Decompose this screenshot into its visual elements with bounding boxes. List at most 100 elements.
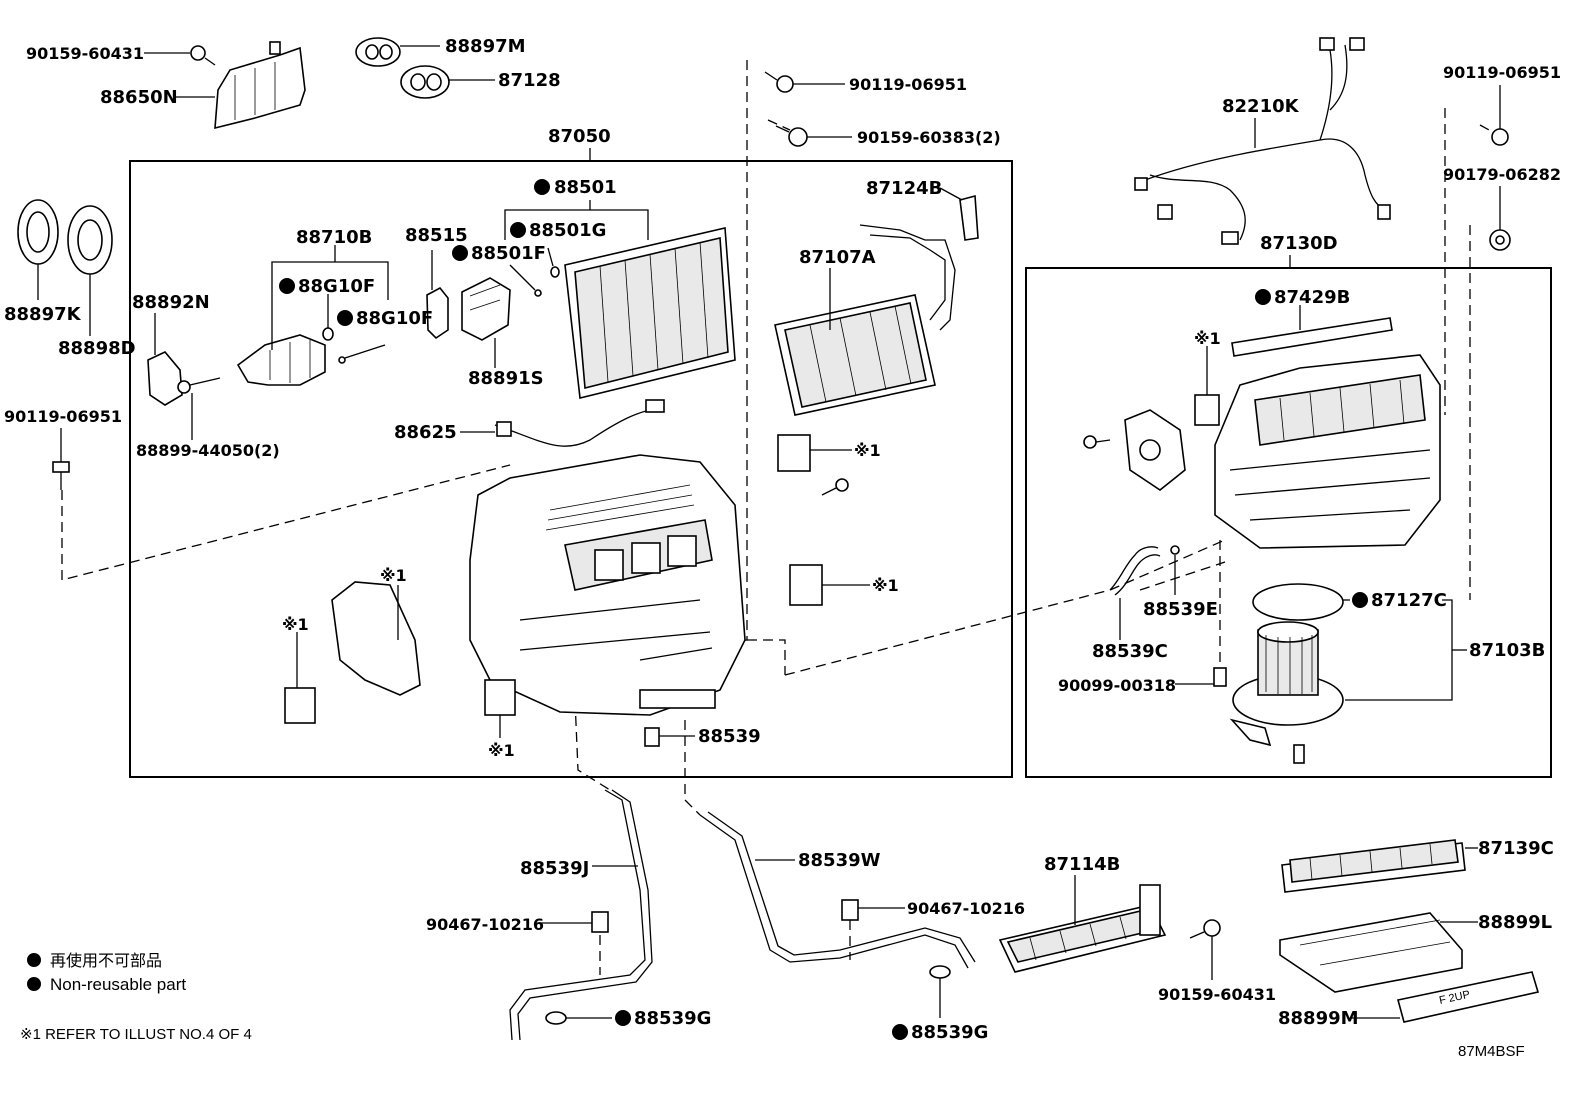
label-88539j: 88539J: [520, 858, 589, 879]
ring-88897k: [17, 199, 59, 265]
filter-cover-88899m: [1397, 971, 1540, 1023]
label-88501f: 88501F: [471, 243, 546, 264]
screw-right-frame: [821, 478, 849, 496]
label-87139c: 87139C: [1478, 838, 1554, 859]
label-88539g-b: 88539G: [911, 1022, 988, 1043]
nonreusable-dot-88g10f-a: [279, 278, 295, 294]
duct-88539j: [509, 789, 653, 1041]
label-90119-06951-left: 90119-06951: [4, 407, 122, 426]
label-88650n: 88650N: [100, 87, 178, 108]
bolt-90159-60431: [190, 45, 216, 66]
blower-housing: [1214, 354, 1441, 549]
label-87103b: 87103B: [1469, 640, 1545, 661]
damper-actuator-right: [1124, 409, 1186, 491]
label-88501: 88501: [554, 177, 617, 198]
plug-88539e: [1170, 545, 1180, 555]
ref-mark-2: ※1: [282, 615, 309, 634]
seal-87128: [400, 65, 450, 99]
screw-90119-06951-left: [52, 461, 70, 490]
label-88897m: 88897M: [445, 36, 526, 57]
screw-88899-44050: [177, 377, 221, 394]
label-82210k: 82210K: [1222, 96, 1300, 117]
label-88710b: 88710B: [296, 227, 372, 248]
nonreusable-dot-88539g-a: [615, 1010, 631, 1026]
screw-90099-00318: [1213, 667, 1227, 687]
label-87128: 87128: [498, 70, 561, 91]
nonreusable-dot-87429b: [1255, 289, 1271, 305]
label-88899m: 88899M: [1278, 1008, 1359, 1029]
nonreusable-dot-87127c: [1352, 592, 1368, 608]
duct-88539w: [699, 811, 976, 969]
clip-90467-10216-b: [841, 899, 859, 921]
ref-mark-1: ※1: [380, 566, 407, 585]
grommet-90179-06282: [1489, 229, 1511, 251]
frame-87130d: [1025, 267, 1552, 778]
label-90179-06282: 90179-06282: [1443, 165, 1561, 184]
ref-mark-5: ※1: [872, 576, 899, 595]
label-88891s: 88891S: [468, 368, 544, 389]
hvac-housing-87050: [469, 454, 746, 716]
diagram-code: 87M4BSF: [1458, 1043, 1525, 1060]
actuator-right-lower: [789, 564, 823, 606]
sensor-88625: [494, 399, 665, 447]
screw-blower: [1083, 435, 1111, 449]
label-90159-60431-bottom: 90159-60431: [1158, 985, 1276, 1004]
ptc-heater-87114b: [998, 884, 1167, 973]
seal-87429b: [1231, 317, 1393, 357]
blower-motor-87103b: [1229, 621, 1344, 747]
label-90467-10216-a: 90467-10216: [426, 915, 544, 934]
grommet-88539g-b: [929, 965, 951, 979]
label-88898d: 88898D: [58, 338, 136, 359]
label-90467-10216-b: 90467-10216: [907, 899, 1025, 918]
seal-88897m: [355, 37, 401, 67]
legend-dot-jp: [27, 953, 41, 967]
label-88539e: 88539E: [1143, 599, 1218, 620]
nonreusable-dot-88501: [534, 179, 550, 195]
legend-refer-note: ※1 REFER TO ILLUST NO.4 OF 4: [20, 1026, 252, 1043]
ref-mark-3: ※1: [488, 741, 515, 760]
legend-dot-en: [27, 977, 41, 991]
label-87114b: 87114B: [1044, 854, 1120, 875]
actuator-small-left: [284, 687, 316, 724]
nonreusable-dot-88501f: [452, 245, 468, 261]
label-90119-06951-mid: 90119-06951: [849, 75, 967, 94]
label-88539w: 88539W: [798, 850, 881, 871]
label-87107a: 87107A: [799, 247, 876, 268]
filter-tray-88899l: [1279, 912, 1463, 993]
actuator-right-upper: [777, 434, 811, 472]
actuator-left: [331, 581, 421, 696]
ref-mark-6: ※1: [1194, 329, 1221, 348]
nonreusable-dot-88501g: [510, 222, 526, 238]
legend-jp: 再使用不可部品: [50, 952, 162, 970]
screw-blower-bottom: [1293, 744, 1305, 764]
frame-87050: [129, 160, 1013, 778]
bolt-90119-06951-mid: [764, 71, 794, 93]
label-90159-60383: 90159-60383(2): [857, 128, 1001, 147]
label-88899l: 88899L: [1478, 912, 1552, 933]
bracket-88650n: [214, 41, 306, 130]
bracket-87124b: [959, 194, 979, 241]
label-88539: 88539: [698, 726, 761, 747]
heater-core-87107a: [774, 224, 956, 416]
label-90119-06951-right: 90119-06951: [1443, 63, 1561, 82]
label-88515: 88515: [405, 225, 468, 246]
actuator-small-right: [1194, 394, 1220, 426]
label-87050: 87050: [548, 126, 611, 147]
actuator-88892n: [147, 351, 183, 406]
gasket-87127c: [1252, 583, 1344, 621]
legend-en: Non-reusable part: [50, 975, 186, 994]
label-88501g: 88501G: [529, 220, 606, 241]
label-90159-60431-top: 90159-60431: [26, 44, 144, 63]
screw-90159-60431-bottom: [1189, 919, 1221, 939]
nonreusable-dot-88g10f-b: [337, 310, 353, 326]
label-87124b: 87124B: [866, 178, 942, 199]
label-88539c: 88539C: [1092, 641, 1168, 662]
label-90099-00318: 90099-00318: [1058, 676, 1176, 695]
drain-hose-88539c: [1109, 546, 1161, 596]
label-87130d: 87130D: [1260, 233, 1338, 254]
label-88g10f-b: 88G10F: [356, 308, 433, 329]
part-88891s: [461, 277, 511, 341]
part-88539: [644, 727, 660, 747]
